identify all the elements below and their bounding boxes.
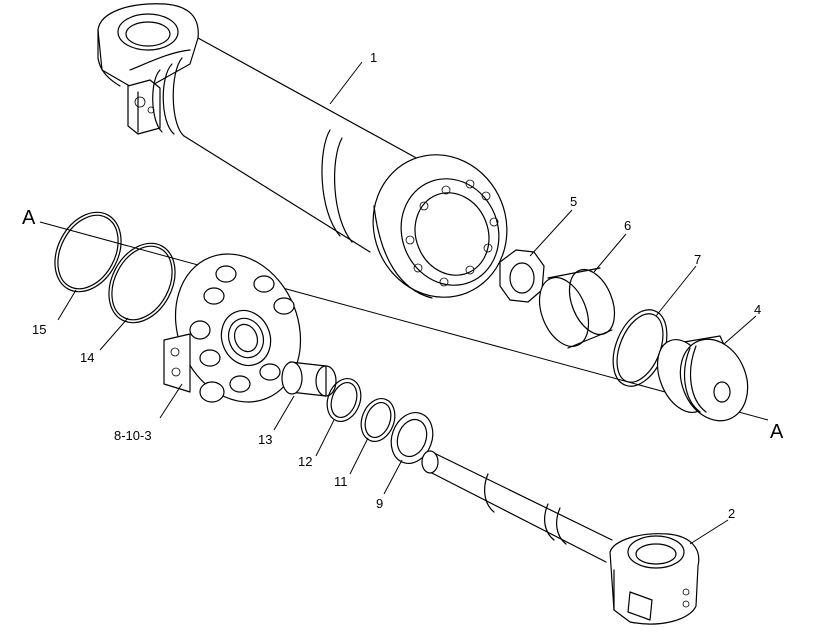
ring-11: [360, 398, 396, 442]
label-12: 12: [298, 454, 312, 469]
piston-rod: [421, 450, 700, 625]
leader-lines: [57, 61, 757, 545]
center-axis-line: [39, 221, 769, 421]
label-4: 4: [754, 302, 761, 317]
label-15: 15: [32, 322, 46, 337]
bushing-13: [281, 361, 337, 397]
label-7: 7: [694, 252, 701, 267]
label-13: 13: [258, 432, 272, 447]
label-a-left: A: [22, 207, 36, 229]
ring-12: [326, 378, 362, 422]
label-8-10-3: 8-10-3: [114, 428, 152, 443]
label-11: 11: [334, 474, 348, 489]
cylinder-head-assembly: [163, 253, 302, 403]
label-1: 1: [370, 50, 377, 65]
seal-ring-15: [54, 211, 122, 293]
wiper-seal-9: [390, 412, 434, 464]
sleeve-6: [538, 267, 616, 349]
label-5: 5: [570, 194, 577, 209]
label-9: 9: [376, 496, 383, 511]
label-14: 14: [80, 350, 94, 365]
cylinder-barrel: [97, 3, 508, 299]
label-6: 6: [624, 218, 631, 233]
label-a-right: A: [770, 421, 784, 443]
nut-5: [499, 249, 545, 303]
piston-4: [656, 335, 749, 422]
seal-ring-14: [108, 242, 176, 324]
label-2: 2: [728, 506, 735, 521]
